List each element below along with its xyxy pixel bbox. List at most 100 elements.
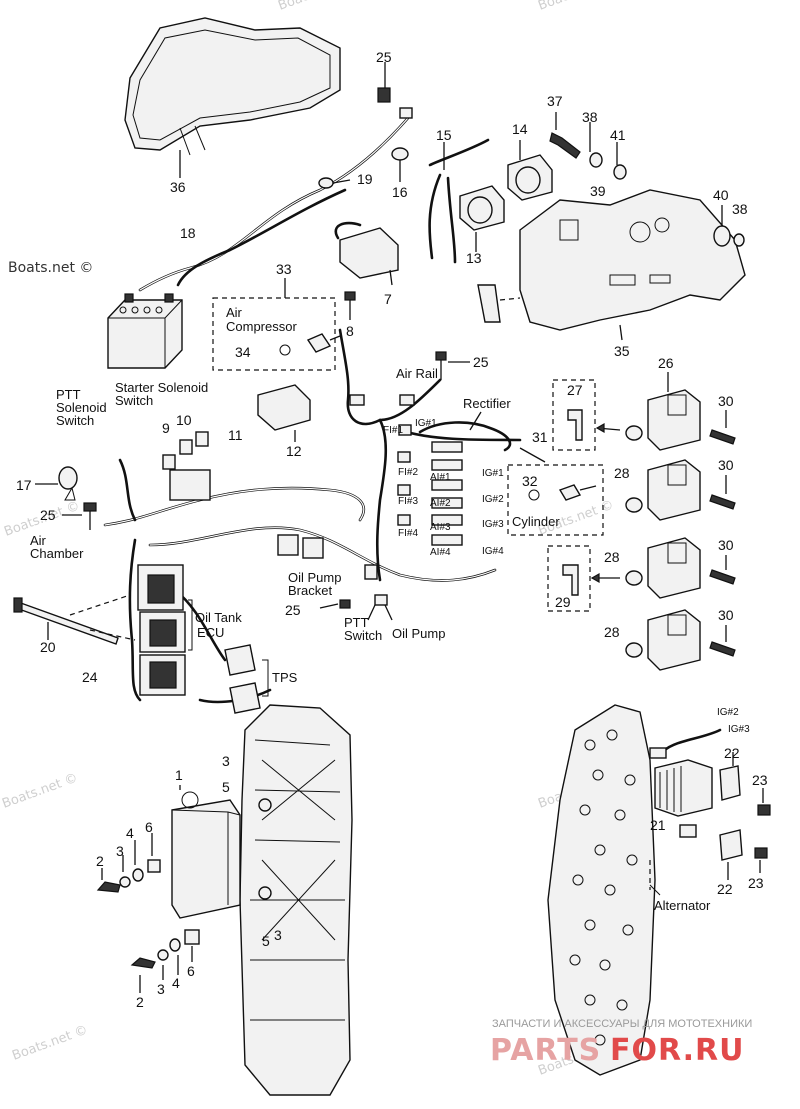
coil	[625, 459, 736, 521]
part-number: 30	[718, 457, 734, 473]
part-number: 14	[512, 121, 528, 137]
part-8-bolt	[344, 291, 356, 320]
watermark: Boats.net ©	[0, 771, 80, 812]
part-number: 3	[157, 981, 165, 997]
part-number: 40	[713, 187, 729, 203]
part-number: 22	[724, 745, 740, 761]
part-19	[318, 177, 351, 189]
part-number: 34	[235, 344, 251, 360]
label-ptt-solenoid-switch: PTT	[56, 387, 81, 402]
part-17	[35, 466, 78, 501]
part-number: 2	[136, 994, 144, 1010]
part-number: 32	[522, 473, 538, 489]
part-number: 11	[228, 427, 243, 443]
label-starter-solenoid-switch: Starter Solenoid	[115, 380, 208, 395]
label-oil-pump: Oil Pump	[392, 626, 445, 641]
part-number: 15	[436, 127, 452, 143]
label-fi: FI#1	[383, 425, 403, 436]
part-number: 7	[384, 291, 392, 307]
label-ig-alt: IG#3	[728, 724, 750, 735]
footer-brand: ЗАПЧАСТИ И АКСЕССУАРЫ ДЛЯ МОТОТЕХНИКИ PA…	[490, 1018, 752, 1068]
part-16	[391, 147, 409, 182]
engine-block	[239, 704, 353, 1096]
part-number: 18	[180, 225, 196, 241]
part-number: 8	[346, 323, 354, 339]
part-number: 2	[96, 853, 104, 869]
battery	[107, 293, 183, 369]
label-rectifier: Rectifier	[463, 396, 511, 411]
ignition-coils	[625, 372, 736, 671]
part-number: 23	[752, 772, 768, 788]
part-number: 3	[274, 927, 282, 943]
part-number: 25	[285, 602, 301, 618]
part-number: 4	[126, 825, 134, 841]
label-air-chamber: Chamber	[30, 546, 84, 561]
part-number: 28	[604, 549, 620, 565]
part-number: 30	[718, 537, 734, 553]
label-fi: FI#2	[398, 467, 418, 478]
part-1-ecu	[171, 785, 241, 919]
component-labels: Air Compressor Air Rail Rectifier PTT So…	[30, 305, 750, 913]
label-ig: IG#2	[482, 494, 504, 505]
oil-pump-connectors	[277, 534, 393, 621]
fuses	[162, 431, 211, 501]
part-14-solenoid	[507, 140, 553, 201]
part-37-bolt	[549, 112, 581, 159]
label-ig: IG#4	[482, 546, 504, 557]
part-13-solenoid	[459, 185, 505, 252]
part-number: 6	[145, 819, 153, 835]
part-number: 5	[262, 933, 270, 949]
part-number: 30	[718, 607, 734, 623]
part-35-plate	[477, 189, 746, 341]
part-38-washer	[589, 122, 603, 168]
tps	[224, 644, 269, 714]
part-22-bracket	[719, 752, 743, 880]
label-air-chamber: Air	[30, 533, 47, 548]
watermark: Boats.net ©	[536, 0, 616, 14]
part-number: 38	[732, 201, 748, 217]
part-number: 13	[466, 250, 482, 266]
label-oil-pump-bracket: Oil Pump	[288, 570, 341, 585]
label-ig-alt: IG#2	[717, 707, 739, 718]
label-alternator: Alternator	[654, 898, 711, 913]
part-number: 41	[610, 127, 626, 143]
air-rail-bolt	[435, 351, 470, 380]
part-41-collar	[613, 142, 627, 180]
part-number: 21	[650, 817, 666, 833]
label-oil-pump-bracket: Bracket	[288, 583, 332, 598]
label-ptt-solenoid-switch: Switch	[56, 413, 94, 428]
watermark: Boats.net ©	[10, 1023, 90, 1064]
part-21-regulator	[649, 728, 722, 838]
part-36-frame	[124, 17, 341, 178]
label-fi: FI#3	[398, 496, 418, 507]
part-number: 24	[82, 669, 98, 685]
part-29-box	[547, 545, 620, 612]
part-number: 3	[222, 753, 230, 769]
label-starter-solenoid-switch: Switch	[115, 393, 153, 408]
part-number: 12	[286, 443, 302, 459]
part-number: 5	[222, 779, 230, 795]
part-number: 28	[604, 624, 620, 640]
part-number: 39	[590, 183, 606, 199]
label-ptt-switch: PTT	[344, 615, 369, 630]
part-number: 23	[748, 875, 764, 891]
part-number: 3	[116, 843, 124, 859]
part-number: 19	[357, 171, 373, 187]
part-23-bolt	[754, 788, 771, 873]
label-ecu: ECU	[197, 625, 224, 640]
part-number: 1	[175, 767, 183, 783]
label-fi: FI#4	[398, 528, 418, 539]
main-harness	[103, 328, 522, 704]
label-ai: AI#3	[430, 522, 451, 533]
label-ai: AI#2	[430, 498, 451, 509]
part-7-bracket	[334, 221, 399, 286]
label-ig: IG#1	[415, 418, 437, 429]
watermark: Boats.net ©	[276, 0, 356, 14]
part-number: 26	[658, 355, 674, 371]
watermark: Boats.net ©	[8, 260, 93, 276]
air-compressor-box	[212, 278, 341, 371]
coil	[625, 609, 736, 671]
footer-brand-for: FOR.RU	[610, 1033, 745, 1068]
hardware-lower	[130, 929, 200, 993]
